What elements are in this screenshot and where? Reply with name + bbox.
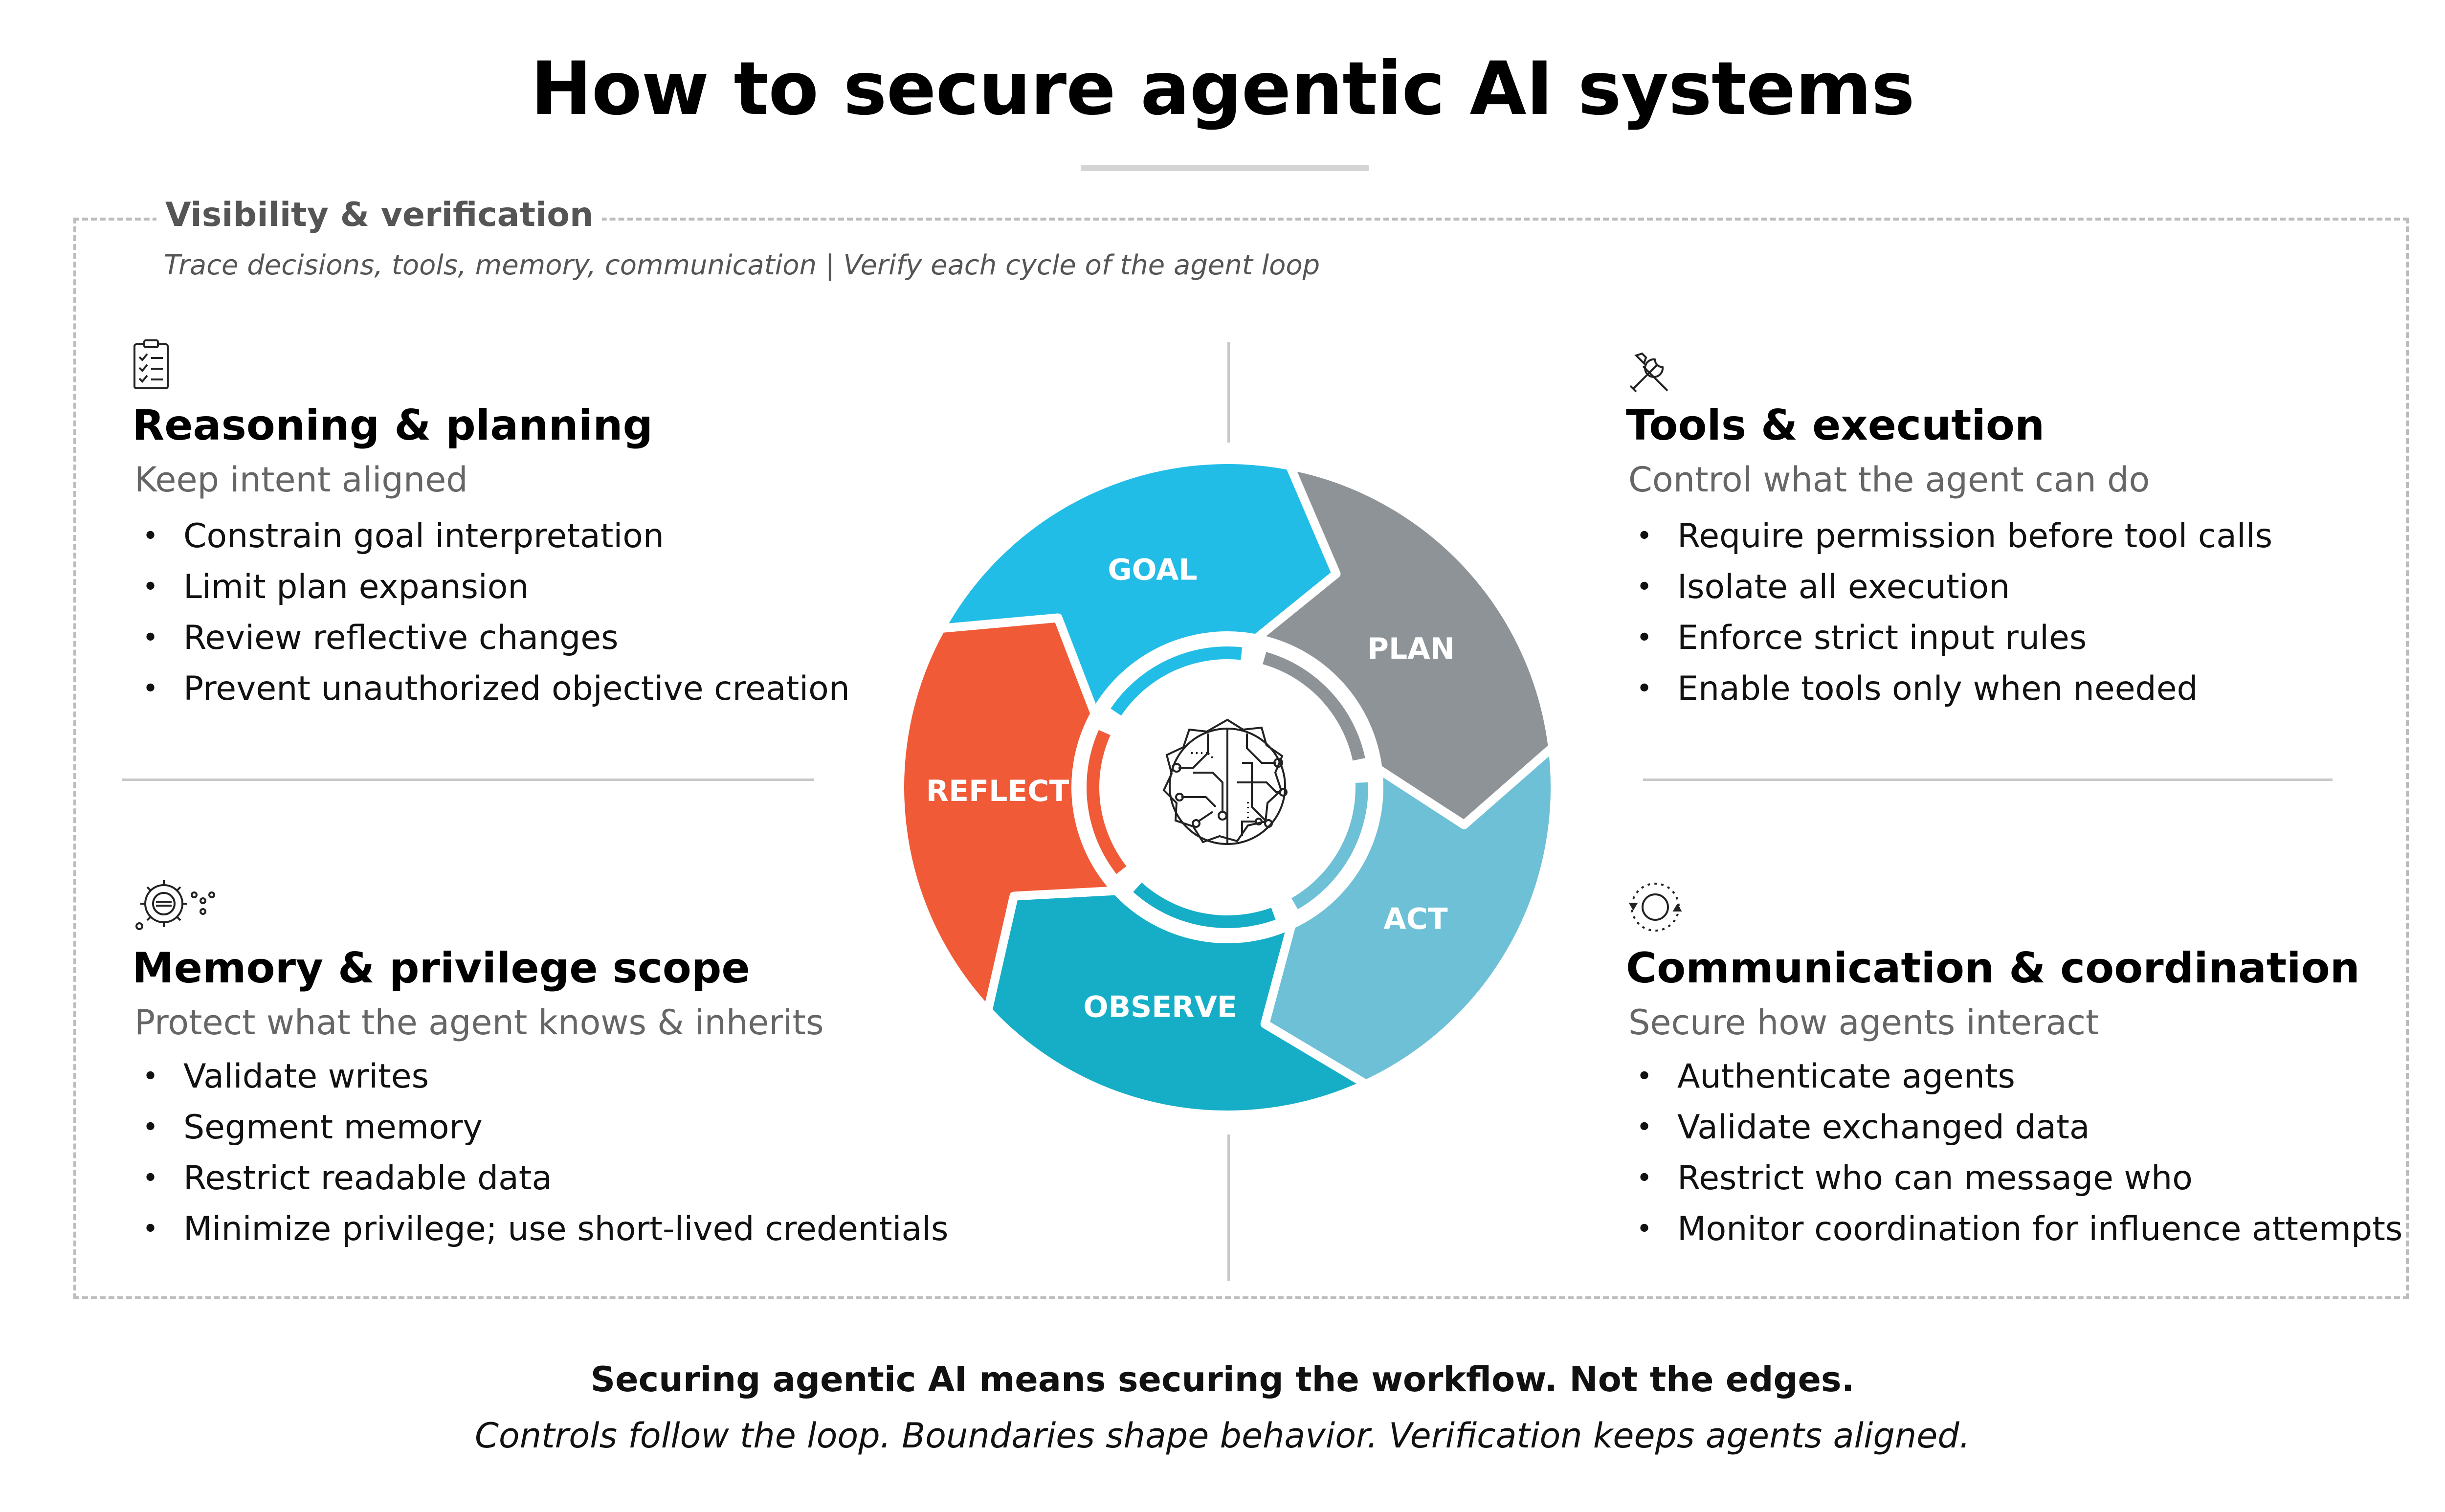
left-divider xyxy=(122,778,814,781)
list-item: Enforce strict input rules xyxy=(1628,613,2272,664)
wheel-label-act: ACT xyxy=(1383,902,1447,936)
reasoning-list: Constrain goal interpretation Limit plan… xyxy=(134,511,850,714)
footer-tagline: Controls follow the loop. Boundaries sha… xyxy=(475,1416,1970,1456)
communication-title: Communication & coordination xyxy=(1626,944,2360,993)
wheel-segment-observe xyxy=(983,886,1371,1115)
list-item: Monitor coordination for influence attem… xyxy=(1628,1204,2402,1255)
wheel-labels: GOAL PLAN ACT OBSERVE REFLECT xyxy=(926,553,1455,1024)
wheel-label-observe: OBSERVE xyxy=(1083,990,1237,1024)
top-divider xyxy=(1227,342,1230,443)
title-divider xyxy=(1081,165,1369,171)
right-divider xyxy=(1643,778,2333,781)
wheel-label-plan: PLAN xyxy=(1367,632,1455,666)
footer-headline: Securing agentic AI means securing the w… xyxy=(590,1359,1855,1400)
reasoning-section xyxy=(130,337,183,391)
inner-ring-goal xyxy=(1111,646,1243,716)
list-item: Isolate all execution xyxy=(1628,562,2272,613)
tools-section xyxy=(1623,345,1677,399)
page-title: How to secure agentic AI systems xyxy=(531,46,1915,132)
inner-ring-act xyxy=(1291,782,1368,910)
list-item: Limit plan expansion xyxy=(134,562,850,613)
wheel-segments xyxy=(900,460,1555,1115)
list-item: Authenticate agents xyxy=(1628,1051,2402,1102)
memory-section xyxy=(134,875,215,930)
agent-loop-wheel: GOAL PLAN ACT OBSERVE REFLECT xyxy=(900,460,1555,1115)
list-item: Require permission before tool calls xyxy=(1628,511,2272,562)
tools-title: Tools & execution xyxy=(1626,401,2045,450)
communication-subtitle: Secure how agents interact xyxy=(1628,1002,2099,1043)
list-item: Prevent unauthorized objective creation xyxy=(134,664,850,714)
wheel-segment-goal xyxy=(936,460,1341,718)
list-item: Restrict readable data xyxy=(134,1153,948,1204)
wrench-screwdriver-icon xyxy=(1623,345,1677,399)
bottom-divider xyxy=(1227,1134,1230,1281)
list-item: Validate writes xyxy=(134,1051,948,1102)
wheel-segment-act xyxy=(1260,743,1555,1089)
list-item: Enable tools only when needed xyxy=(1628,664,2272,714)
reasoning-title: Reasoning & planning xyxy=(132,401,653,450)
visibility-title: Visibility & verification xyxy=(165,196,594,234)
list-item: Minimize privilege; use short-lived cred… xyxy=(134,1204,948,1255)
wheel-segment-plan xyxy=(1252,461,1555,829)
inner-ring-reflect xyxy=(1087,730,1127,874)
gear-data-icon xyxy=(134,875,215,930)
tools-subtitle: Control what the agent can do xyxy=(1628,460,2150,500)
memory-list: Validate writes Segment memory Restrict … xyxy=(134,1051,948,1255)
wheel-label-goal: GOAL xyxy=(1108,553,1197,587)
memory-title: Memory & privilege scope xyxy=(132,944,750,993)
inner-ring-plan xyxy=(1263,652,1365,761)
visibility-subtitle: Trace decisions, tools, memory, communic… xyxy=(164,249,1320,281)
wheel-label-reflect: REFLECT xyxy=(926,774,1069,808)
communication-section xyxy=(1623,880,1682,934)
inner-ring-observe xyxy=(1133,882,1276,928)
list-item: Constrain goal interpretation xyxy=(134,511,850,562)
orbit-cycle-icon xyxy=(1623,880,1682,934)
communication-list: Authenticate agents Validate exchanged d… xyxy=(1628,1051,2402,1255)
list-item: Review reflective changes xyxy=(134,613,850,664)
wheel-inner-ring xyxy=(1087,646,1368,928)
visibility-frame xyxy=(73,218,2409,1299)
list-item: Validate exchanged data xyxy=(1628,1102,2402,1153)
reasoning-subtitle: Keep intent aligned xyxy=(134,460,468,500)
visibility-header: Visibility & verification xyxy=(156,196,602,234)
wheel-segment-reflect xyxy=(900,613,1121,1015)
list-item: Restrict who can message who xyxy=(1628,1153,2402,1204)
memory-subtitle: Protect what the agent knows & inherits xyxy=(134,1002,824,1043)
checklist-icon xyxy=(130,337,183,391)
circuit-brain-icon xyxy=(1120,680,1335,895)
list-item: Segment memory xyxy=(134,1102,948,1153)
tools-list: Require permission before tool calls Iso… xyxy=(1628,511,2272,714)
